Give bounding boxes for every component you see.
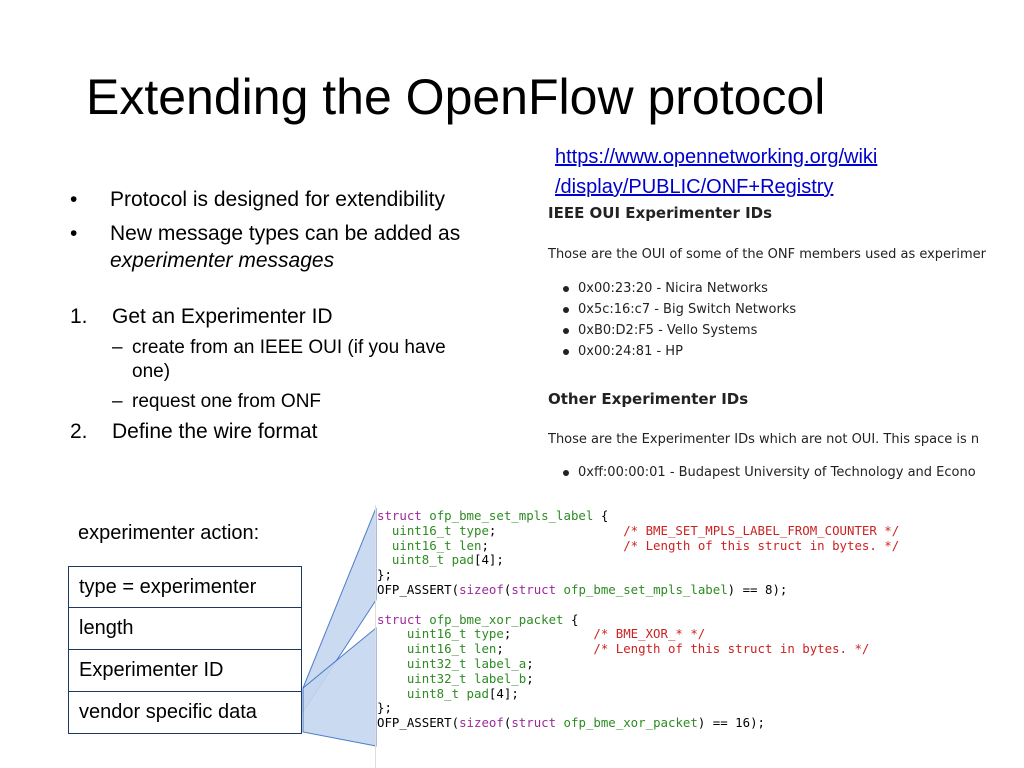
code-line: OFP_ASSERT(sizeof(struct ofp_bme_xor_pac… bbox=[377, 715, 765, 731]
bullet-text: Protocol is designed for extendibility bbox=[110, 188, 446, 211]
step-subitem: – request one from ONF bbox=[70, 390, 540, 414]
step-item: 2. Define the wire format bbox=[70, 418, 540, 445]
code-line: uint8_t pad[4]; bbox=[391, 552, 504, 568]
list-item: 0x00:23:20 - Nicira Networks bbox=[562, 278, 796, 299]
slide-title: Extending the OpenFlow protocol bbox=[86, 69, 826, 125]
callout-wedge-upper bbox=[302, 507, 377, 714]
registry-other-list: 0xff:00:00:01 - Budapest University of T… bbox=[563, 462, 976, 483]
code-line: uint8_t pad[4]; bbox=[406, 685, 519, 701]
code-line: struct ofp_bme_xor_packet { bbox=[377, 611, 579, 627]
step-text: Get an Experimenter ID bbox=[112, 305, 333, 328]
bullet-item: • New message types can be added as expe… bbox=[70, 220, 540, 274]
onf-registry-link[interactable]: https://www.opennetworking.org/wiki /dis… bbox=[555, 142, 975, 202]
step-text: Define the wire format bbox=[112, 420, 318, 443]
link-line-1[interactable]: https://www.opennetworking.org/wiki bbox=[555, 146, 878, 168]
bullet-dot: • bbox=[70, 222, 78, 245]
code-line: struct ofp_bme_set_mpls_label { bbox=[377, 508, 609, 523]
field-vendor-data: vendor specific data bbox=[68, 692, 302, 734]
bullet-text: New message types can be added as bbox=[110, 222, 461, 245]
code-line: OFP_ASSERT(sizeof(struct ofp_bme_set_mpl… bbox=[377, 581, 788, 597]
registry-heading-oui: IEEE OUI Experimenter IDs bbox=[548, 204, 773, 222]
list-item: 0xff:00:00:01 - Budapest University of T… bbox=[563, 462, 976, 483]
step-number: 1. bbox=[70, 305, 88, 328]
link-line-2[interactable]: /display/PUBLIC/ONF+Registry bbox=[555, 176, 834, 198]
code-line: uint32_t label_b; bbox=[406, 670, 534, 686]
code-line: uint16_t len; /* Length of this struct i… bbox=[406, 641, 870, 657]
code-line: uint16_t len; /* Length of this struct i… bbox=[391, 537, 900, 553]
subitem-text: create from an IEEE OUI (if you have one… bbox=[132, 337, 446, 382]
callout-wedge-lower bbox=[302, 626, 377, 747]
code-line: }; bbox=[377, 700, 392, 716]
field-type: type = experimenter bbox=[68, 566, 302, 608]
code-listing: struct ofp_bme_set_mpls_label { uint16_t… bbox=[377, 508, 1022, 731]
code-line: }; bbox=[377, 567, 392, 583]
code-line: uint16_t type; /* BME_SET_MPLS_LABEL_FRO… bbox=[391, 522, 900, 538]
code-line bbox=[377, 598, 1022, 613]
field-experimenter-id: Experimenter ID bbox=[68, 650, 302, 692]
dash-glyph: – bbox=[112, 337, 123, 358]
subitem-text: request one from ONF bbox=[132, 391, 322, 412]
list-item: 0xB0:D2:F5 - Vello Systems bbox=[562, 320, 796, 341]
step-number: 2. bbox=[70, 420, 88, 443]
registry-intro-other: Those are the Experimenter IDs which are… bbox=[548, 432, 980, 447]
field-length: length bbox=[68, 608, 302, 650]
registry-oui-list: 0x00:23:20 - Nicira Networks 0x5c:16:c7 … bbox=[562, 278, 796, 362]
list-item: 0x5c:16:c7 - Big Switch Networks bbox=[562, 299, 796, 320]
code-line: uint32_t label_a; bbox=[406, 655, 534, 671]
step-subitem: – create from an IEEE OUI (if you have o… bbox=[70, 336, 452, 384]
bullet-dot: • bbox=[70, 188, 78, 211]
bullet-list: • Protocol is designed for extendibility… bbox=[70, 186, 540, 445]
experimenter-action-label: experimenter action: bbox=[78, 522, 260, 544]
list-item: 0x00:24:81 - HP bbox=[562, 341, 796, 362]
bullet-item: • Protocol is designed for extendibility bbox=[70, 186, 540, 213]
experimenter-action-format: type = experimenter length Experimenter … bbox=[68, 566, 302, 734]
onf-registry-screenshot: IEEE OUI Experimenter IDs Those are the … bbox=[545, 200, 1024, 490]
registry-intro-oui: Those are the OUI of some of the ONF mem… bbox=[548, 247, 987, 262]
step-item: 1. Get an Experimenter ID bbox=[70, 303, 540, 330]
code-line: uint16_t type; /* BME_XOR_* */ bbox=[406, 626, 706, 642]
dash-glyph: – bbox=[112, 391, 123, 412]
code-divider bbox=[375, 505, 376, 768]
bullet-emphasis: experimenter messages bbox=[110, 249, 335, 272]
registry-heading-other: Other Experimenter IDs bbox=[548, 390, 749, 408]
